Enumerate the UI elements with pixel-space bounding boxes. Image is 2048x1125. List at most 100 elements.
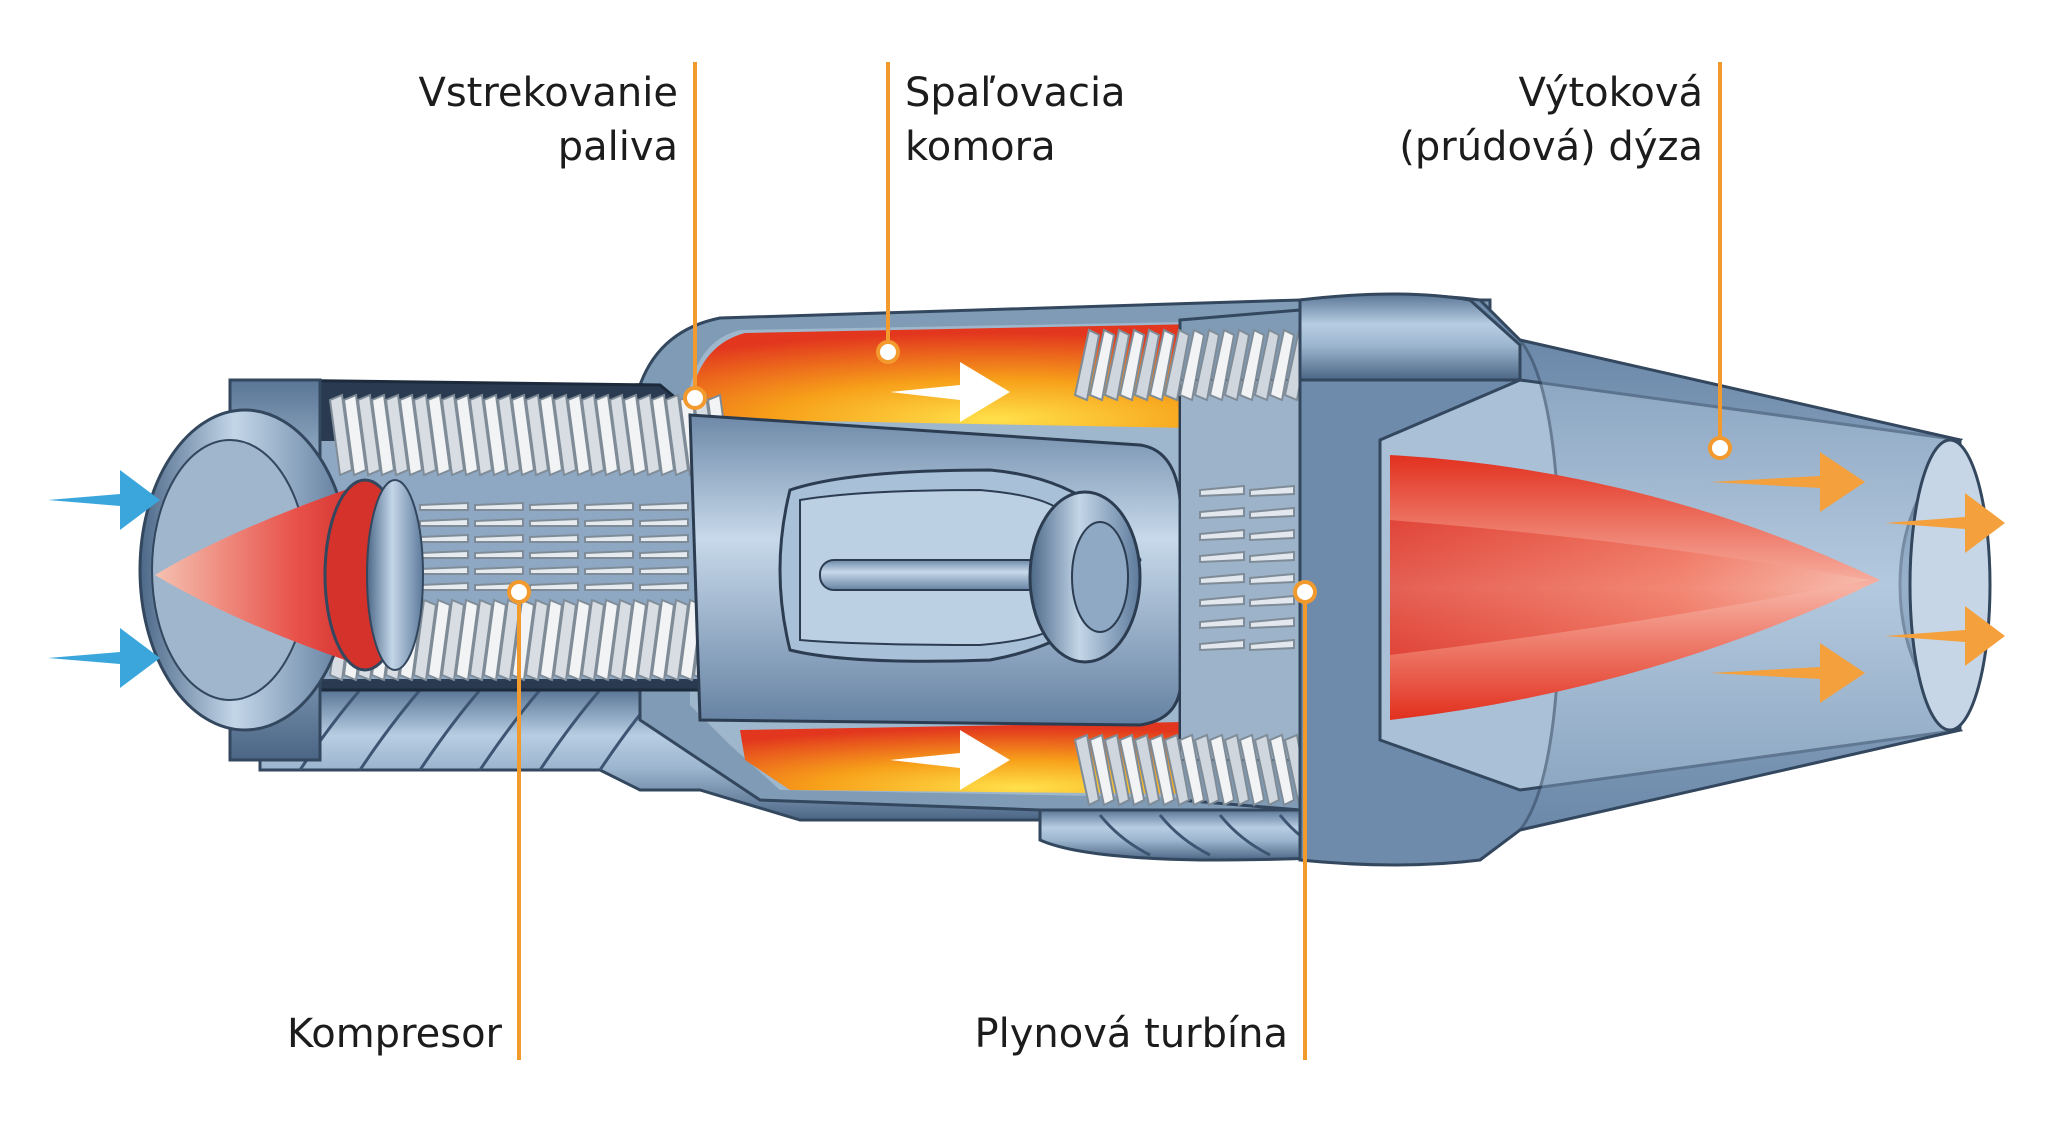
turbine-stator-blade [1199,638,1245,652]
compressor-blade [482,393,508,477]
label-gas-turbine-text: Plynová turbína [974,1011,1288,1057]
compressor-blade [538,393,564,477]
leader-lines [507,62,1732,1060]
leader-dot-compressor [507,580,531,604]
compressor-blade [398,393,424,477]
nozzle-exit [1908,438,1992,732]
compressor-blade [524,393,550,477]
label-fuel-injection-line1: Vstrekovanie [418,70,678,116]
compressor-blade [636,393,662,477]
turbine-stator-blade [1199,484,1245,498]
compressor-blade [412,598,438,682]
compressor-blade [426,393,452,477]
turbine-stator-blade [1249,638,1295,652]
turbine-stator-blade [1249,550,1295,564]
compressor-blade [412,393,438,477]
compressor-stator-blade [474,565,524,575]
exhaust-arrow-3 [1885,493,2005,553]
turbine-stator-blade [1249,572,1295,586]
label-combustion-chamber: Spaľovacia komora [905,66,1205,174]
compressor-blade [664,393,690,477]
compressor-blade [328,393,354,477]
compressor-blade [426,598,452,682]
exhaust-arrow-4 [1885,606,2005,666]
turbine-blade [1073,328,1101,402]
turbine-blade [1133,733,1161,807]
compressor-blade [594,393,620,477]
compressor-stator-blade [529,501,579,511]
exhaust-plume-core [1390,520,1870,655]
turbine-stator-blade [1249,506,1295,520]
turbine-stator-blade [1199,572,1245,586]
turbine-blade [1193,328,1221,402]
compressor-blade [664,598,690,682]
compressor-blade [342,393,368,477]
compressor-blade [552,393,578,477]
label-combustion-chamber-line2: komora [905,124,1056,170]
label-gas-turbine: Plynová turbína [920,1007,1288,1061]
leader-dot-exhaust-nozzle [1708,436,1732,460]
compressor-stator-blade [474,549,524,559]
leader-dot-gas-turbine [1293,580,1317,604]
turbine-blade [1268,328,1296,402]
compressor-stator-blade [639,533,689,543]
turbine-hub-inner [1071,521,1129,633]
label-fuel-injection: Vstrekovanie paliva [380,66,678,174]
turbine-blade [1193,733,1221,807]
turbine-blade [1253,733,1281,807]
combustion-flow-arrows [890,362,1010,790]
compressor-blade [566,598,592,682]
compressor-blade [468,393,494,477]
turbine-blade [1103,328,1131,402]
compressor-stator-blade [419,533,469,543]
compressor-blade [482,598,508,682]
turbine-stator-blade [1199,506,1245,520]
compressor-stator-blade [639,517,689,527]
compressor-blade [552,598,578,682]
compressor-stator-blade [419,581,469,591]
turbine-blade [1163,733,1191,807]
turbine-blade [1133,328,1161,402]
label-exhaust-nozzle-line2: (prúdová) dýza [1399,124,1703,170]
compressor-stator-blade [529,581,579,591]
compressor-stator-blade [474,517,524,527]
turbine-blade [1178,328,1206,402]
compressor-blade [440,598,466,682]
combustion-arrow-lower [890,730,1010,790]
turbine-stator-blade [1199,616,1245,630]
combustion-arrow-upper [890,362,1010,422]
compressor-stator-blade [639,501,689,511]
turbine-blade [1208,328,1236,402]
turbine-blade [1118,733,1146,807]
compressor-blade [622,393,648,477]
compressor-blade [580,393,606,477]
compressor-blade [454,393,480,477]
compressor-stator-blade [419,517,469,527]
compressor-blade [440,393,466,477]
label-compressor-text: Kompresor [287,1011,502,1057]
compressor-blade [356,393,382,477]
compressor-blade [496,393,522,477]
intake-arrows [48,470,160,688]
turbine-blade [1118,328,1146,402]
label-combustion-chamber-line1: Spaľovacia [905,70,1126,116]
turbine-stator-blade [1249,594,1295,608]
compressor-stator-blade [419,501,469,511]
compressor-blade [468,598,494,682]
exhaust-arrow-1 [1710,452,1865,512]
turbine-stator-blade [1199,550,1245,564]
turbine-blade [1073,733,1101,807]
compressor-blade [454,598,480,682]
compressor-stator-blade [584,565,634,575]
compressor-blade [538,598,564,682]
compressor-stator-blade [529,533,579,543]
turbine-blade [1268,733,1296,807]
compressor-blade [370,393,396,477]
turbine-blade [1148,328,1176,402]
compressor-stator-blade [639,565,689,575]
turbine-stator-blade [1199,528,1245,542]
turbine-stator-blade [1249,528,1295,542]
compressor-blade [636,598,662,682]
turbine-blade [1238,328,1266,402]
